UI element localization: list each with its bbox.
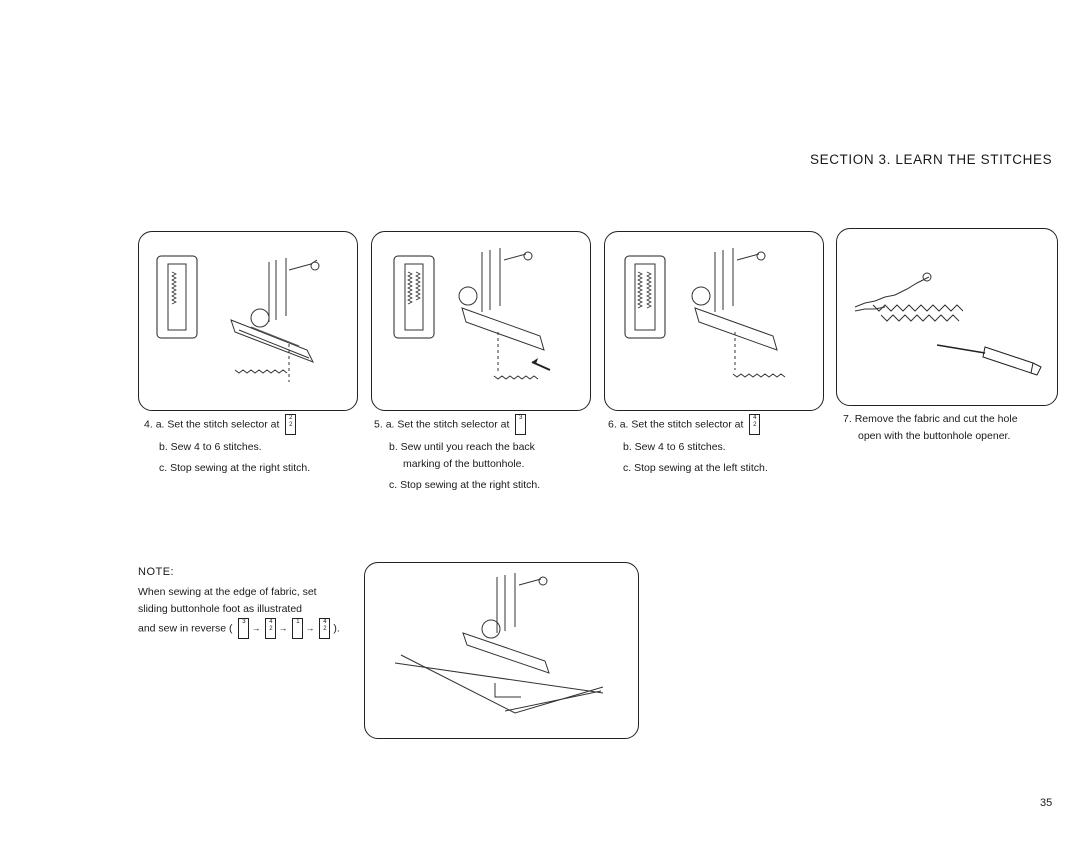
stitch-selector-icon: 1 [292, 618, 304, 639]
note-heading: NOTE: [138, 566, 175, 578]
step-6-c: c. Stop sewing at the left stitch. [623, 462, 768, 474]
step-5-b: b. Sew until you reach the back [389, 441, 535, 453]
stitch-selector-icon: 3 [515, 414, 527, 435]
step-5-b-cont: marking of the buttonhole. [403, 458, 525, 470]
arrow-right-icon: → [305, 623, 315, 633]
step-6-a: a. Set the stitch selector at [619, 418, 744, 431]
arrow-right-icon: → [278, 623, 288, 633]
arrow-right-icon: → [251, 623, 261, 633]
illustration-panel-step-6 [604, 231, 824, 411]
note-body: When sewing at the edge of fabric, set s… [138, 584, 340, 639]
step-6-b: b. Sew 4 to 6 stitches. [623, 441, 726, 453]
sewing-at-fabric-edge-illustration [394, 573, 604, 714]
illustration-panel-step-5 [371, 231, 591, 411]
stitch-selector-icon: 3 [238, 618, 250, 639]
step-5-instructions: 5. a. Set the stitch selector at 3 b. Se… [374, 414, 540, 494]
step-5-c: c. Stop sewing at the right stitch. [389, 479, 541, 491]
step-4-b: b. Sew 4 to 6 stitches. [159, 441, 262, 453]
step-4-number: 4. [144, 418, 153, 431]
step-7-number: 7. [843, 413, 852, 425]
step-7-line2: open with the buttonhole opener. [858, 430, 1011, 442]
step-7-line1: Remove the fabric and cut the hole [854, 413, 1018, 425]
note-line-1: When sewing at the edge of fabric, set [138, 586, 317, 598]
section-title: SECTION 3. LEARN THE STITCHES [810, 152, 1053, 167]
step-5-a: a. Set the stitch selector at [385, 418, 510, 431]
step-4-a: a. Set the stitch selector at [155, 418, 280, 431]
step-5-number: 5. [374, 418, 383, 431]
illustration-panel-note [364, 562, 639, 739]
buttonhole-opener-illustration [854, 272, 1042, 376]
page-number: 35 [1040, 797, 1053, 809]
illustration-panel-step-4 [138, 231, 358, 411]
sewing-machine-foot-illustration [624, 248, 786, 378]
step-7-instructions: 7. Remove the fabric and cut the hole op… [843, 411, 1018, 445]
note-line-2: sliding buttonhole foot as illustrated [138, 603, 303, 615]
illustration-panel-step-7 [836, 228, 1058, 406]
step-4-c: c. Stop sewing at the right stitch. [159, 462, 311, 474]
step-6-number: 6. [608, 418, 617, 431]
sewing-machine-foot-illustration [393, 248, 551, 380]
sewing-machine-foot-illustration [156, 255, 320, 382]
